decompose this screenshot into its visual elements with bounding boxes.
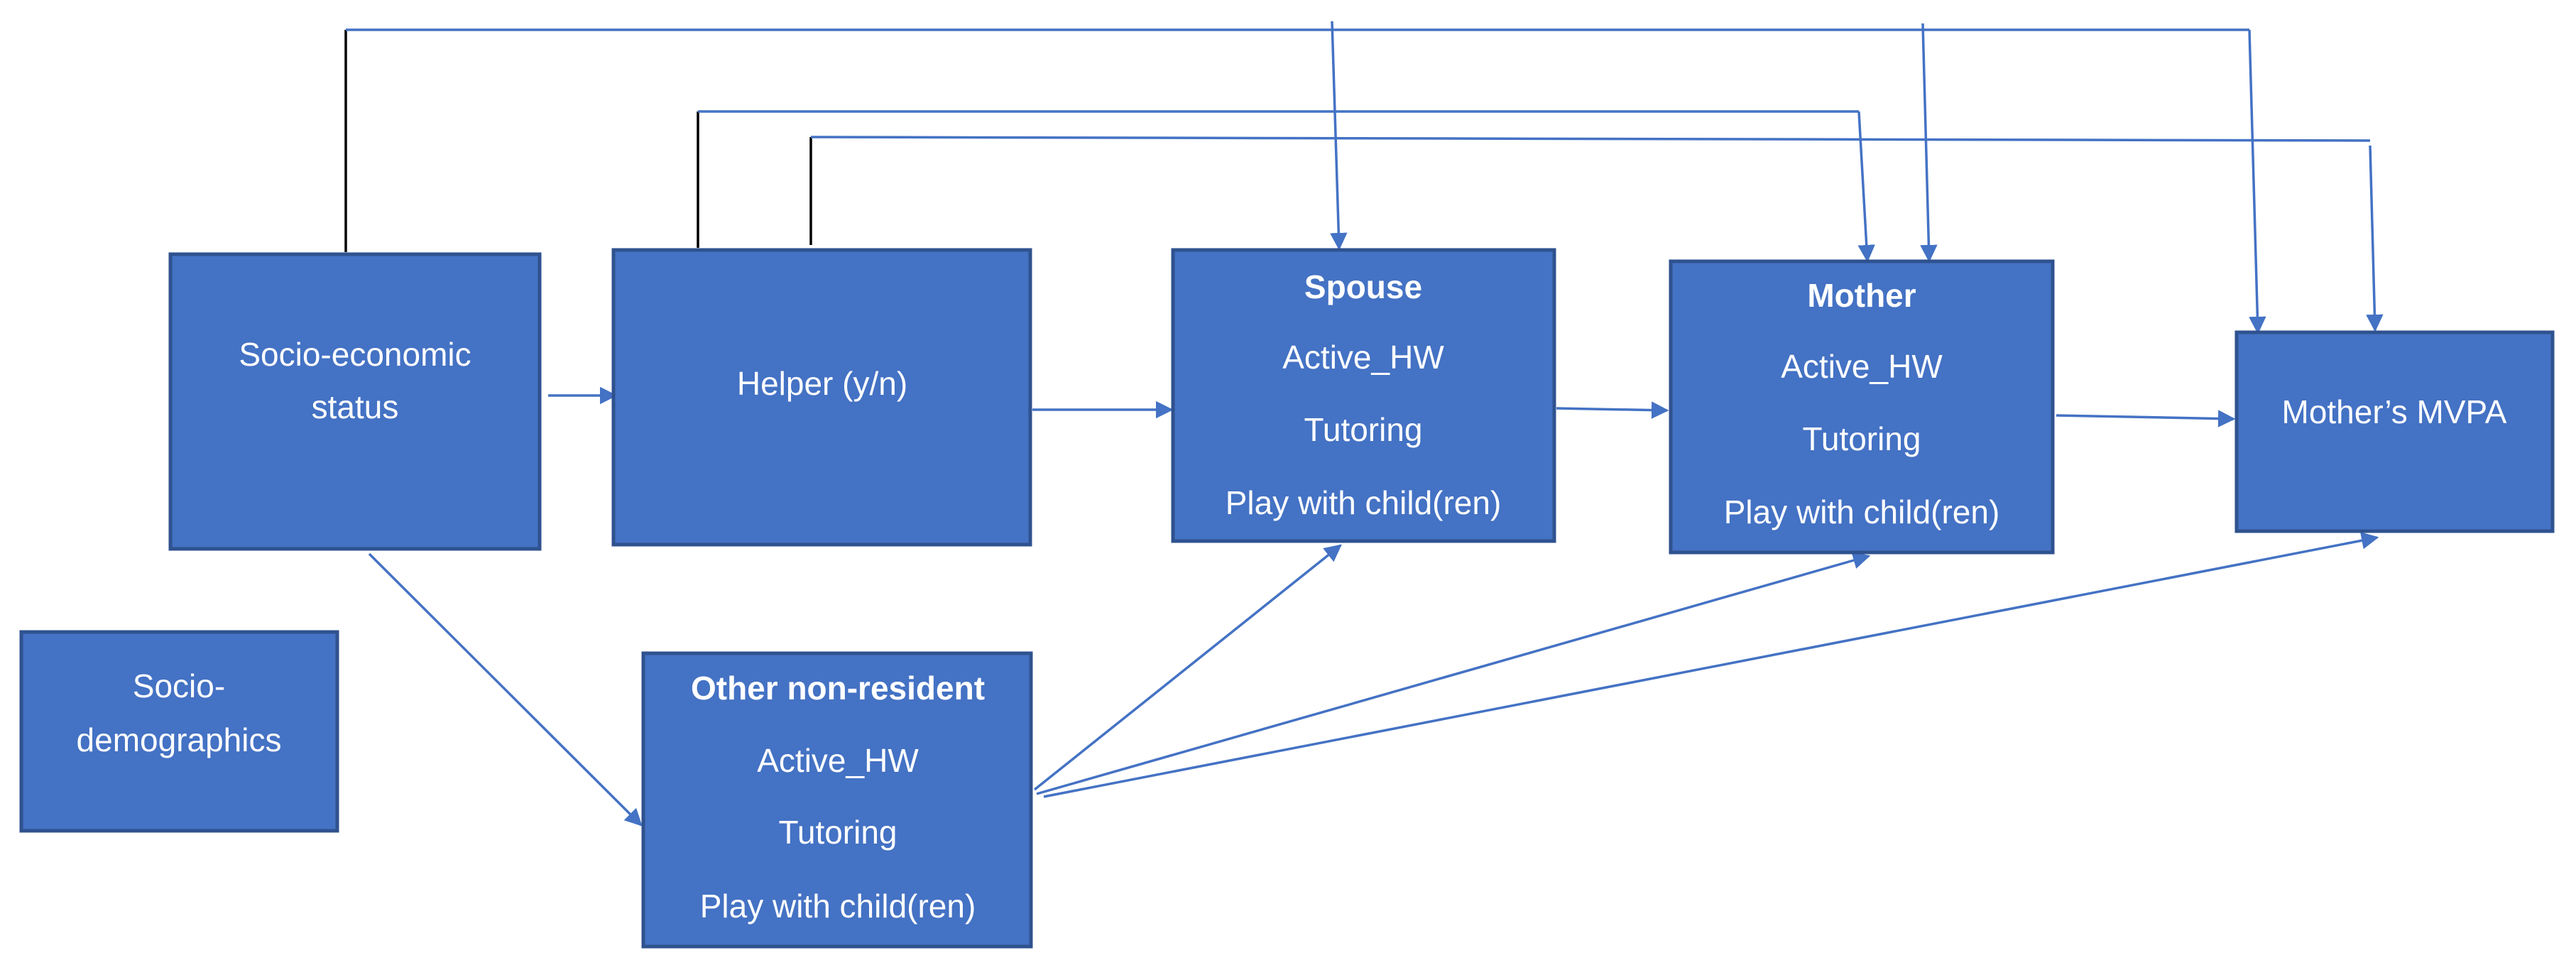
- node-spouse: Spouse Active_HW Tutoring Play with chil…: [1171, 248, 1556, 543]
- node-helper: Helper (y/n): [611, 248, 1032, 547]
- arrow-other-to-spouse: [1033, 544, 1342, 791]
- top-arrows: [1330, 21, 2384, 334]
- arrow-helper-to-mvpa: [2366, 145, 2384, 332]
- arrow-other-to-mother: [1036, 552, 1871, 795]
- sociodemo-line-2: demographics: [77, 721, 282, 758]
- sociodemo-line-1: Socio-: [133, 667, 225, 704]
- mvpa-label: Mother’s MVPA: [2282, 393, 2507, 430]
- node-socio-economic-status: Socio-economic status: [168, 252, 542, 551]
- other-item-play: Play with child(ren): [700, 888, 976, 925]
- arrow-ses-to-other: [368, 552, 643, 827]
- mother-item-active-hw: Active_HW: [1781, 348, 1943, 385]
- arrow-mother-to-mvpa: [2056, 410, 2236, 427]
- other-item-active-hw: Active_HW: [757, 742, 919, 779]
- spouse-item-play: Play with child(ren): [1226, 484, 1502, 521]
- arrow-other-to-mvpa: [1043, 532, 2379, 798]
- other-item-tutoring: Tutoring: [778, 814, 897, 851]
- ses-line-2: status: [312, 388, 399, 425]
- ses-line-1: Socio-economic: [239, 336, 471, 373]
- node-mothers-mvpa: Mother’s MVPA: [2234, 330, 2555, 533]
- node-other-non-resident: Other non-resident Active_HW Tutoring Pl…: [641, 651, 1033, 949]
- arrow-ses-to-spouse: [1330, 21, 1348, 251]
- spouse-item-active-hw: Active_HW: [1282, 339, 1444, 376]
- arrow-helper-to-mother: [1857, 111, 1875, 263]
- arrow-ses-to-mvpa: [2248, 29, 2266, 334]
- mother-title: Mother: [1807, 277, 1916, 314]
- top-connectors: [344, 28, 2371, 252]
- chain-arrows: [548, 386, 2236, 427]
- spouse-item-tutoring: Tutoring: [1304, 411, 1422, 448]
- mother-item-tutoring: Tutoring: [1802, 420, 1921, 457]
- arrow-ses-to-mother: [1920, 23, 1938, 263]
- arrow-spouse-to-mother: [1556, 401, 1669, 419]
- spouse-title: Spouse: [1304, 268, 1422, 305]
- node-socio-demographics: Socio- demographics: [19, 630, 339, 833]
- lower-arrows: [368, 532, 2379, 827]
- mother-item-play: Play with child(ren): [1724, 494, 2000, 530]
- helper-top-horizontal-2: [810, 136, 2371, 142]
- node-mother: Mother Active_HW Tutoring Play with chil…: [1669, 259, 2055, 555]
- helper-label: Helper (y/n): [737, 365, 907, 402]
- other-title: Other non-resident: [691, 670, 985, 707]
